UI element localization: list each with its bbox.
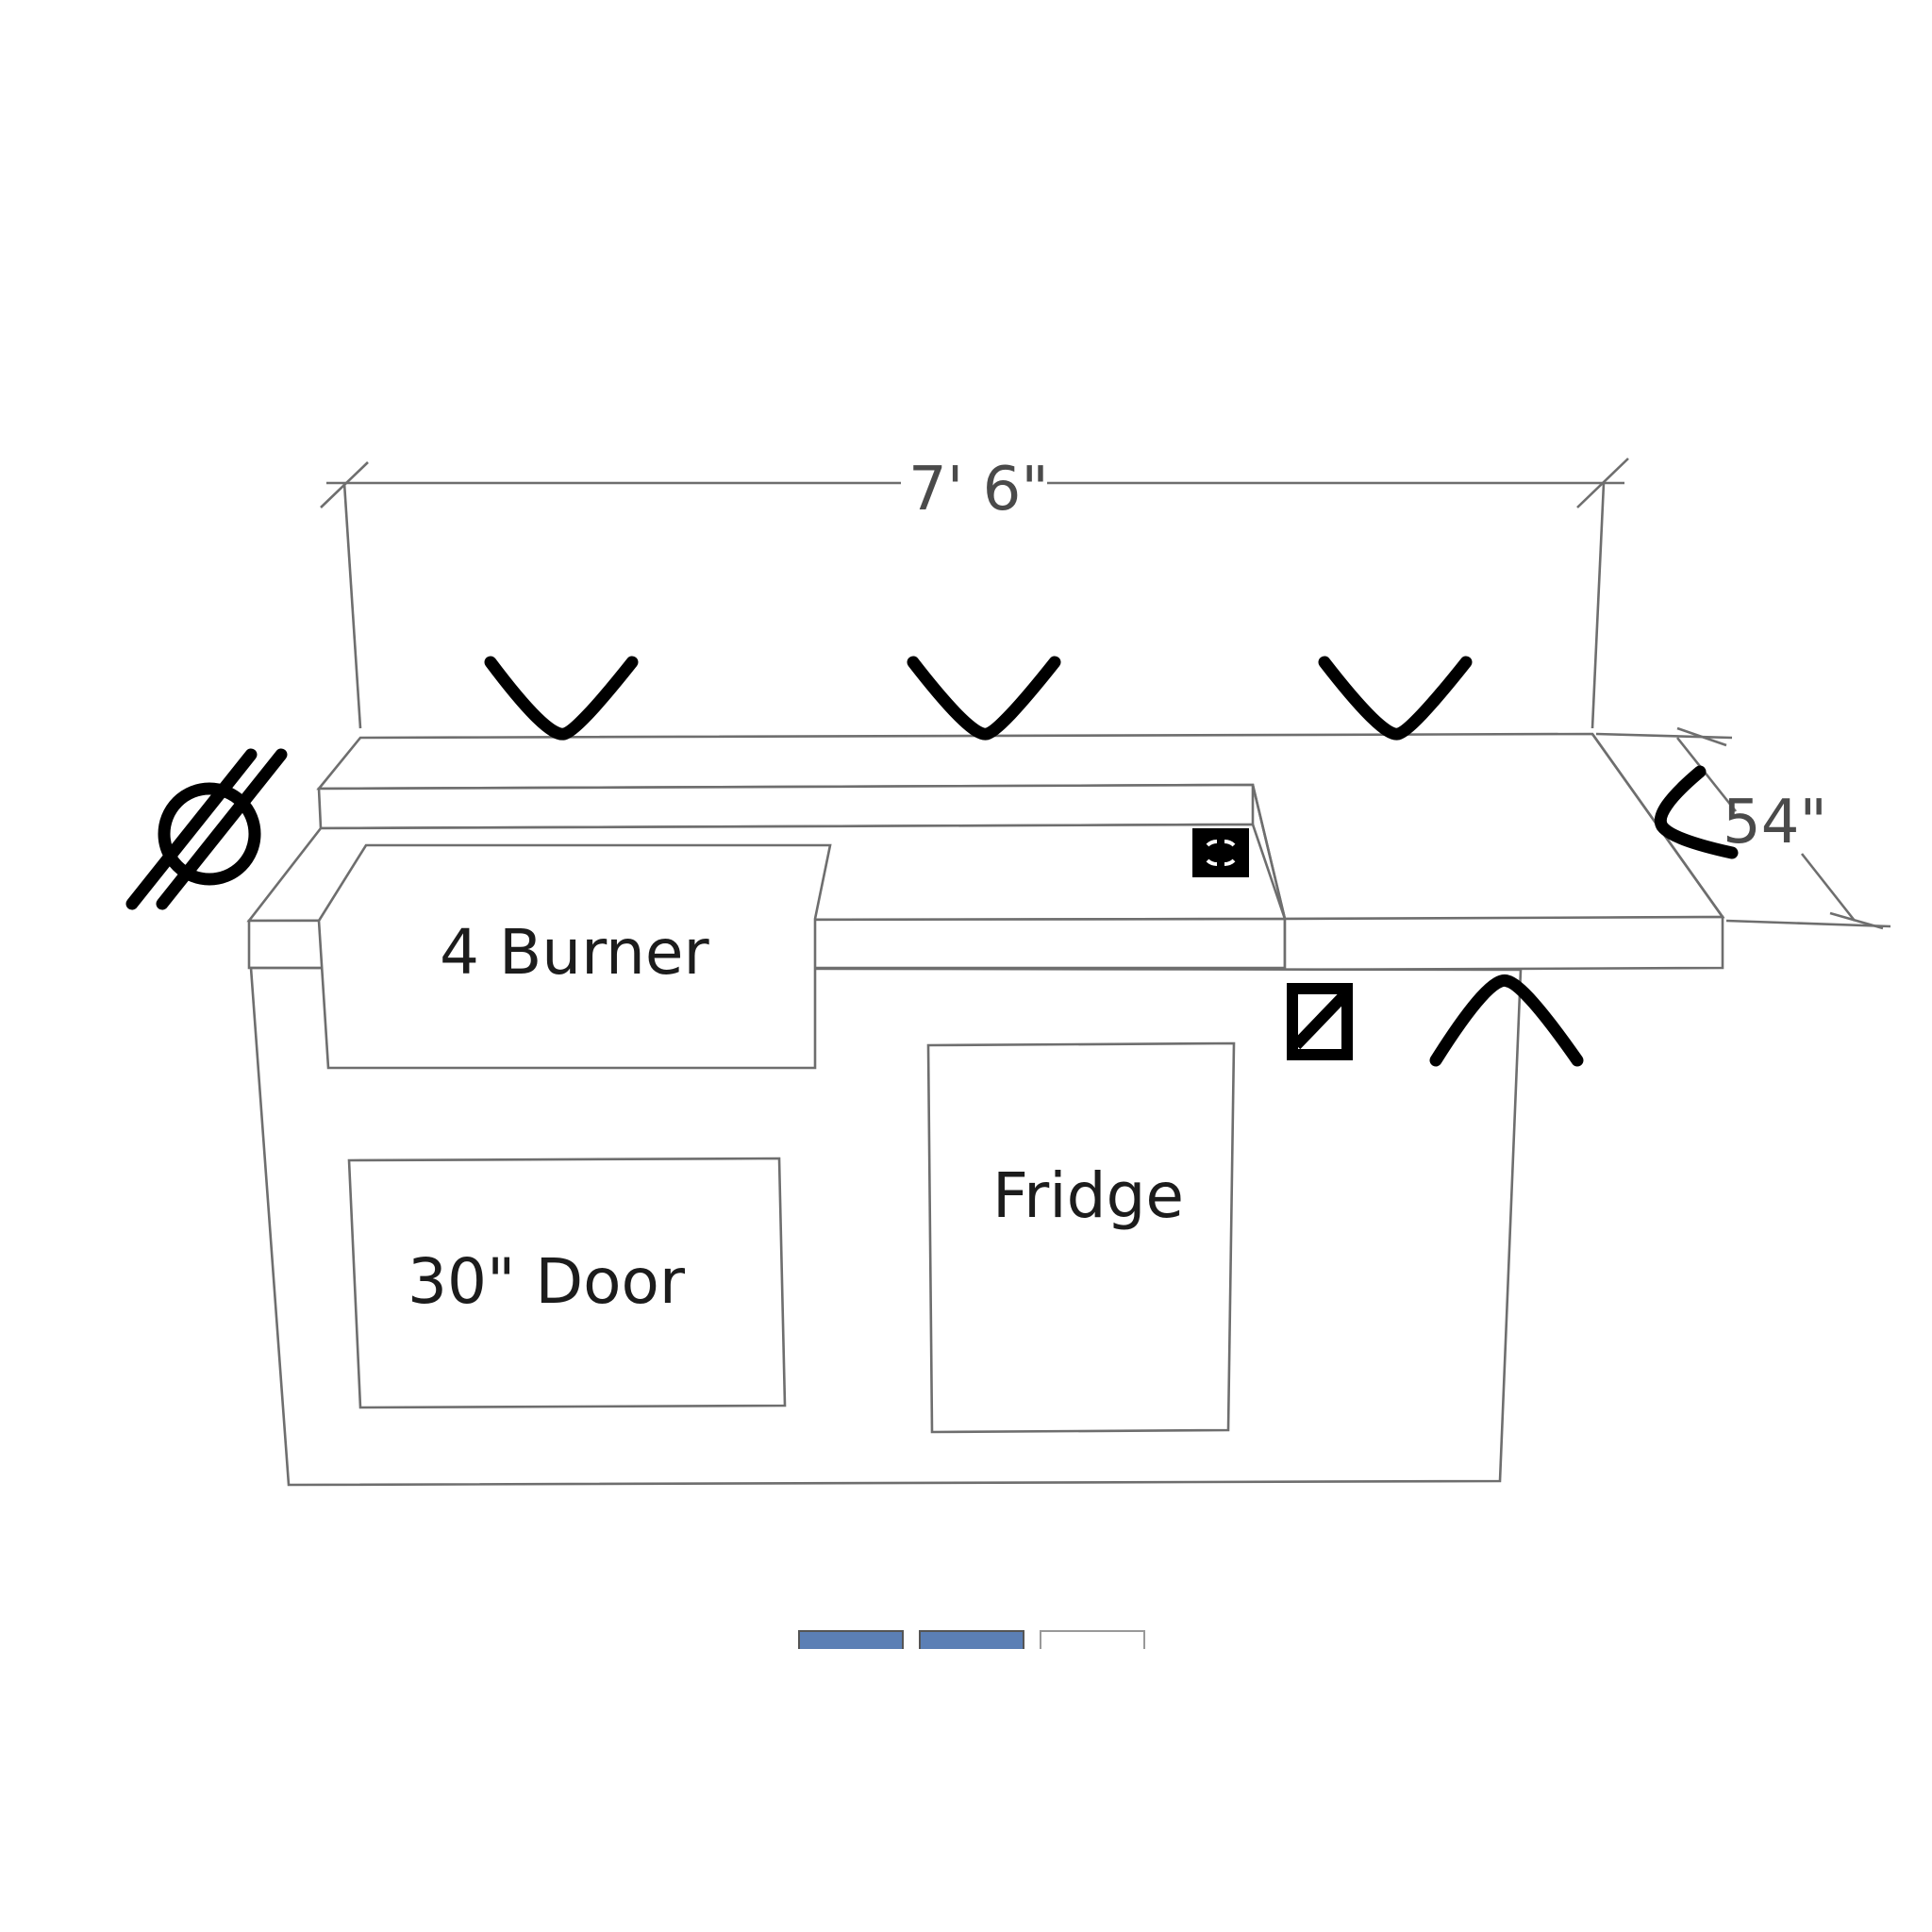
grill-label: 4 Burner [440, 916, 709, 989]
slashed-square-symbol [1287, 983, 1353, 1060]
v-mark-3 [1318, 656, 1473, 741]
thumbnail-3[interactable] [1040, 1630, 1145, 1649]
width-label: 7' 6" [908, 455, 1049, 525]
v-mark-1 [484, 656, 639, 741]
thumbnail-1[interactable] [798, 1630, 904, 1649]
diameter-symbol [125, 748, 288, 910]
width-dimension: 7' 6" [320, 455, 1629, 729]
thumbnail-strip [798, 1630, 1145, 1649]
fridge: Fridge [926, 1041, 1236, 1434]
grill-4-burner: 4 Burner [317, 843, 832, 1070]
depth-label: 54" [1723, 788, 1827, 858]
depth-dimension: 54" [1595, 726, 1891, 930]
v-mark-2 [907, 656, 1061, 741]
fridge-label: Fridge [992, 1159, 1184, 1232]
angle-left-mark [1655, 765, 1739, 859]
door-label: 30" Door [408, 1245, 686, 1318]
outlet-box-symbol [1192, 828, 1249, 877]
door-30in: 30" Door [347, 1157, 787, 1409]
thumbnail-2[interactable] [919, 1630, 1024, 1649]
caret-up-mark [1429, 974, 1584, 1067]
